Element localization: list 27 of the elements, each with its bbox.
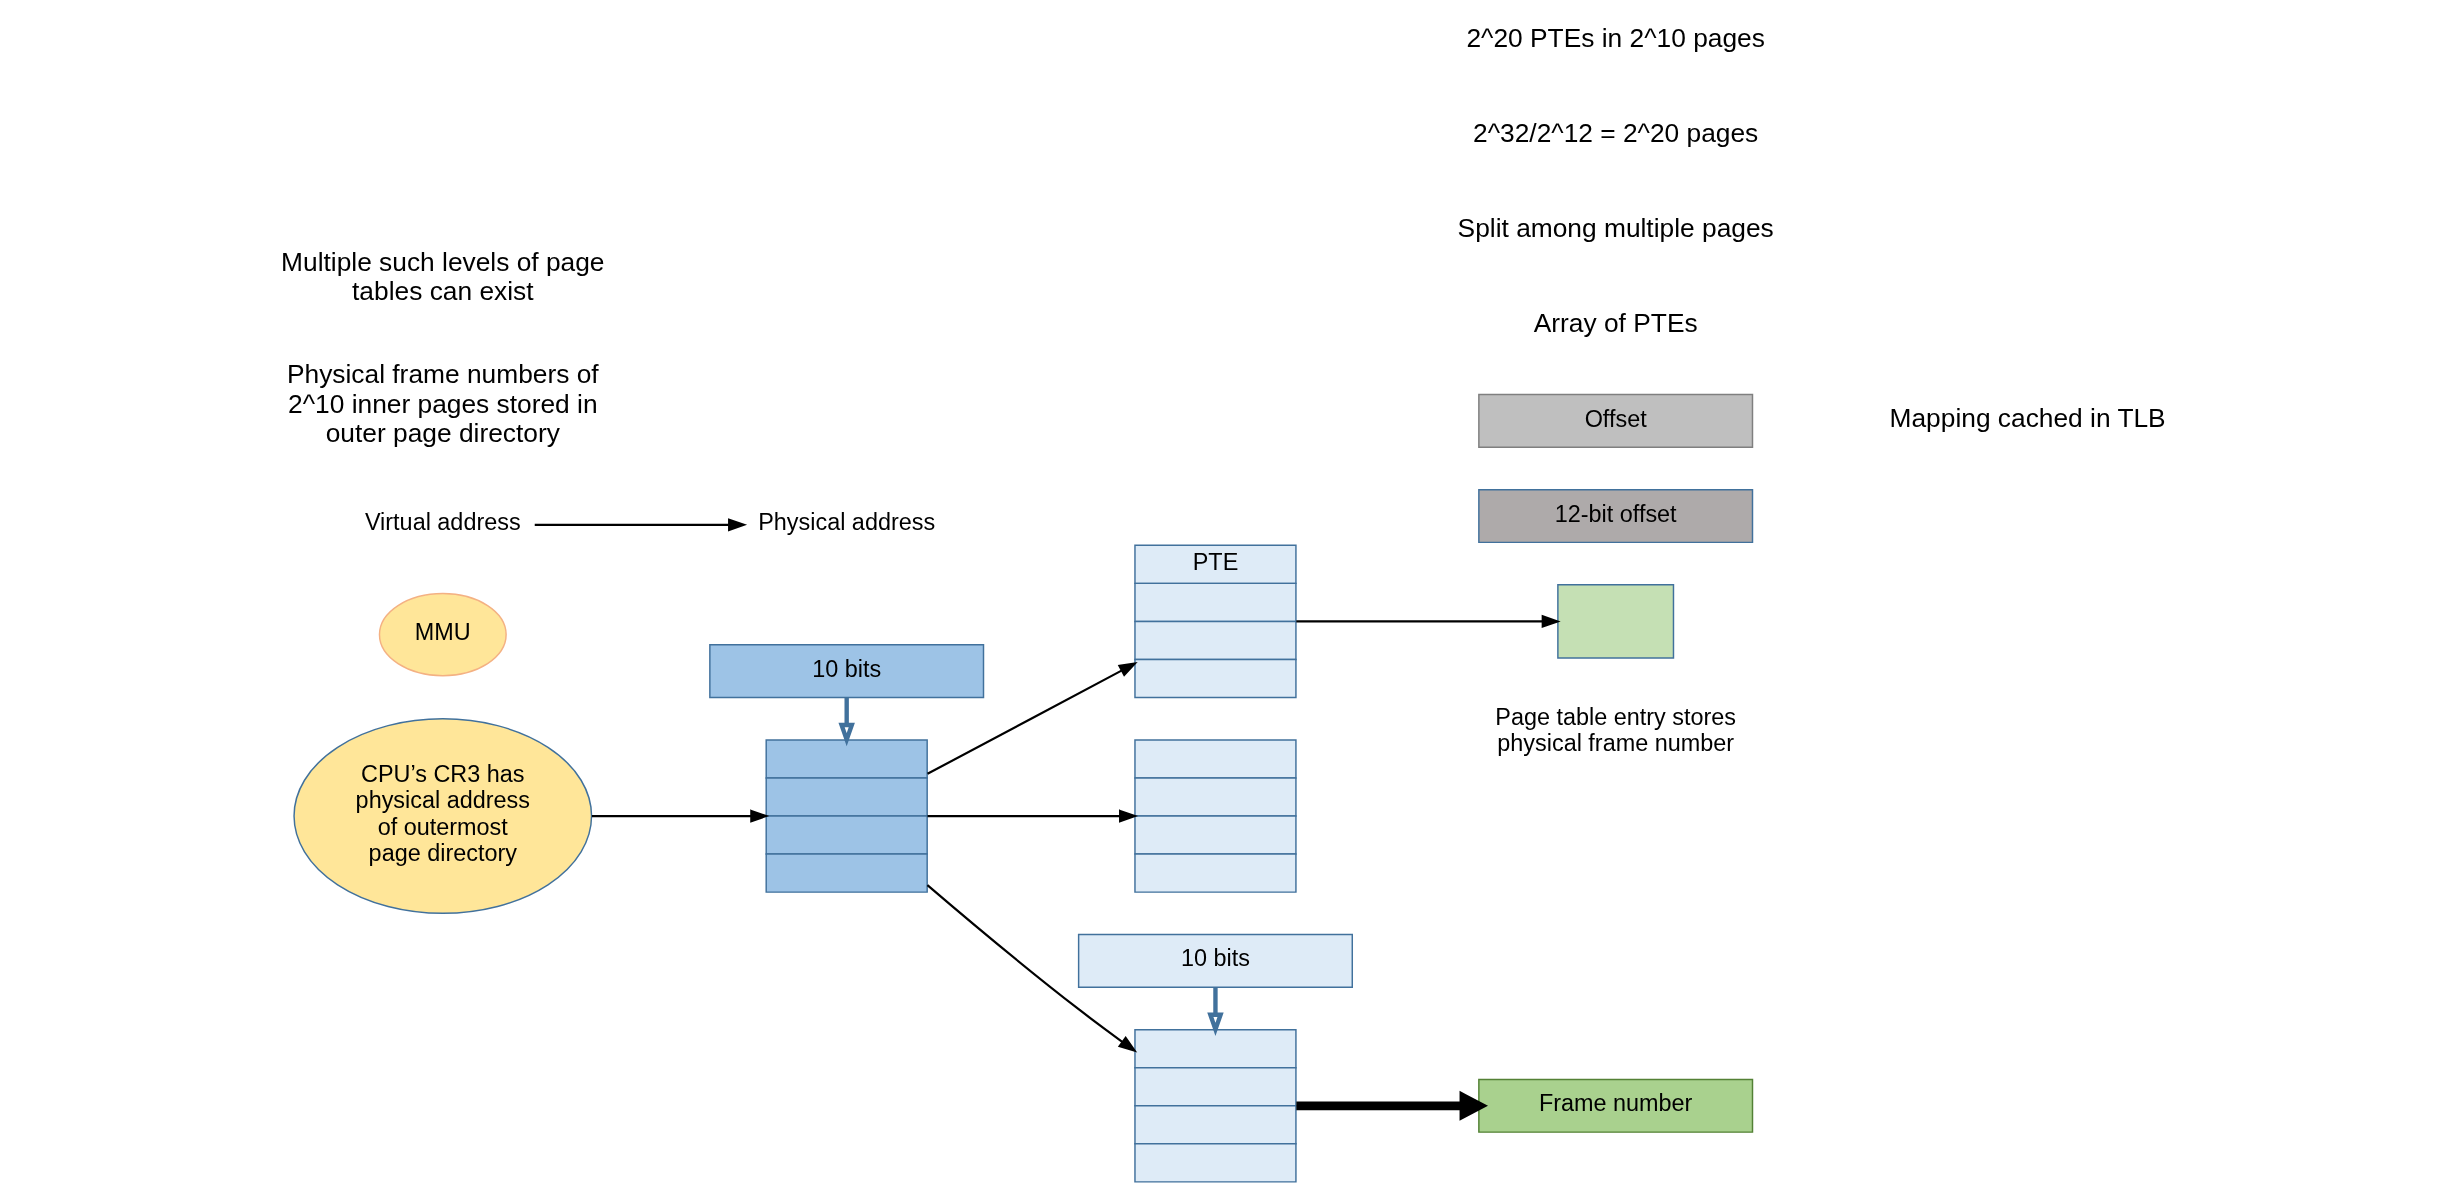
arrow [926, 884, 1138, 1053]
node-text: Physical address [758, 509, 936, 536]
node-box: Offset [1478, 393, 1754, 448]
label: Multiple such levels of page tables can exist [281, 246, 605, 307]
node-label: Page table entry stores physical frame number [1495, 704, 1737, 757]
node-text: Virtual address [364, 509, 521, 536]
arrow [838, 697, 855, 747]
node-box: 10 bits [709, 644, 985, 699]
arrow [1296, 614, 1561, 629]
label: Mapping cached in TLB [1889, 403, 2166, 434]
node-ellipse: MMU [378, 592, 507, 677]
arrow [1296, 1090, 1488, 1121]
label: 2^20 PTEs in 2^10 pages [1466, 22, 1765, 53]
label: Split among multiple pages [1457, 213, 1774, 244]
label: 2^32/2^12 = 2^20 pages [1473, 118, 1759, 149]
node-box [1557, 584, 1675, 659]
label: Physical frame numbers of 2^10 inner pages stored in outer page directory [286, 359, 599, 449]
arrow [534, 518, 748, 532]
node-box: Frame number [1478, 1078, 1754, 1133]
label: Array of PTEs [1533, 308, 1698, 339]
node-ellipse: CPU’s CR3 has physical address of outermost page directory [293, 718, 593, 914]
arrow [591, 809, 770, 823]
arrow [1207, 987, 1224, 1037]
arrow [927, 809, 1139, 823]
node-box: 12-bit offset [1478, 488, 1754, 544]
arrow [927, 662, 1138, 775]
node-box: 10 bits [1077, 933, 1353, 988]
